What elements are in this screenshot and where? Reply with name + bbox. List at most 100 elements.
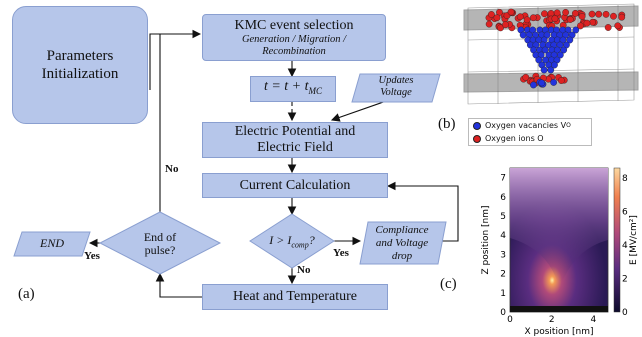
particle — [551, 61, 558, 69]
particle — [618, 13, 626, 21]
kmc-box: KMC event selection Generation / Migrati… — [202, 14, 386, 61]
legend-ions-text: Oxygen ions O — [485, 134, 544, 143]
heat-label: Heat and Temperature — [233, 289, 357, 304]
particle — [547, 66, 555, 74]
particle — [566, 16, 574, 23]
y-tick-label: 7 — [500, 174, 506, 184]
particle — [610, 12, 617, 20]
particle — [507, 8, 515, 16]
end-shape — [13, 231, 91, 257]
y-tick-label: 3 — [500, 250, 506, 260]
panel-b-plot — [463, 3, 639, 105]
particle — [523, 16, 531, 24]
x-axis-label: X position [nm] — [524, 327, 593, 337]
particle — [602, 10, 610, 18]
particle — [488, 11, 495, 18]
y-tick-label: 4 — [500, 231, 506, 241]
particle — [583, 19, 591, 27]
particle — [485, 20, 493, 28]
yes-label-end: Yes — [84, 250, 100, 262]
current-label: Current Calculation — [239, 177, 351, 193]
end-pulse-label: End of pulse? — [143, 230, 177, 257]
particle — [529, 14, 537, 22]
particle — [522, 73, 530, 81]
updates-voltage-shape — [351, 73, 441, 103]
end-pulse-diamond — [98, 211, 222, 275]
time-update-box: t = t + tMC — [250, 76, 336, 102]
legend-dot-blue — [473, 121, 481, 130]
current-box: Current Calculation — [202, 173, 388, 198]
compliance-label: Compliance and Voltage drop — [375, 224, 429, 262]
arrow-params-to-kmc — [149, 29, 202, 90]
y-tick-label: 5 — [500, 212, 506, 222]
legend-ions: Oxygen ions O — [469, 132, 591, 145]
particle — [557, 77, 565, 84]
legend-vacancies-text: Oxygen vacancies V — [485, 121, 567, 130]
particle — [530, 81, 537, 89]
compare-diamond — [249, 213, 335, 269]
cbar-tick-label: 2 — [622, 275, 628, 285]
particle — [562, 8, 570, 16]
particle — [540, 66, 548, 74]
y-tick-label: 2 — [500, 270, 506, 280]
x-tick-label: 0 — [507, 315, 513, 325]
particle — [559, 36, 567, 44]
panel-b-particles — [485, 8, 626, 89]
particle — [571, 9, 579, 17]
cbar-tick-label: 4 — [622, 241, 628, 251]
cbar-tick-label: 6 — [622, 208, 628, 218]
panel-a-label: (a) — [18, 286, 35, 302]
arrow-heat-to-pulse — [155, 272, 202, 298]
particle — [572, 26, 580, 34]
particle — [550, 79, 558, 86]
y-tick-label: 1 — [500, 289, 506, 299]
particle — [566, 36, 574, 44]
compare-sub: comp — [291, 240, 309, 250]
particle — [551, 15, 559, 23]
particle — [541, 46, 549, 54]
particle — [604, 24, 612, 31]
compliance-shape — [359, 221, 447, 265]
particle — [595, 10, 603, 18]
particle — [538, 79, 546, 87]
particle — [516, 13, 524, 21]
electric-box: Electric Potential and Electric Field — [202, 122, 388, 158]
y-axis-label: Z position [nm] — [481, 205, 491, 274]
particle — [519, 31, 527, 39]
no-label-compare: No — [297, 264, 311, 276]
x-tick-label: 4 — [591, 315, 597, 325]
particle — [535, 56, 543, 64]
particle — [589, 18, 597, 26]
particle — [556, 51, 564, 59]
heat-box: Heat and Temperature — [202, 284, 388, 310]
particle — [560, 46, 568, 54]
no-label-top: No — [165, 163, 179, 175]
params-label: Parameters Initialization — [41, 48, 119, 82]
kmc-subtitle: Generation / Migration / Recombination — [241, 33, 347, 57]
particle — [614, 22, 622, 30]
arrow-compliance-to-current — [386, 181, 459, 242]
end-label: END — [40, 236, 64, 250]
cbar-tick-label: 8 — [622, 174, 628, 184]
particle — [578, 13, 586, 20]
particle — [588, 10, 596, 18]
kmc-title: KMC event selection — [234, 17, 354, 33]
compare-label: I > Icomp? — [269, 233, 315, 250]
legend-vacancies-sub: O — [566, 122, 571, 129]
y-tick-label: 0 — [500, 308, 506, 318]
particle — [541, 10, 548, 18]
particle — [493, 14, 501, 22]
particle — [553, 9, 561, 17]
time-update-main: t = t + t — [263, 79, 309, 95]
particle — [497, 24, 504, 32]
particle — [577, 22, 584, 30]
compare-main: I > I — [269, 233, 292, 247]
legend-dot-red — [473, 134, 481, 143]
time-update-label: t = t + tMC — [264, 79, 322, 99]
panel-c-label: (c) — [440, 276, 457, 292]
params-box: Parameters Initialization — [12, 6, 148, 124]
